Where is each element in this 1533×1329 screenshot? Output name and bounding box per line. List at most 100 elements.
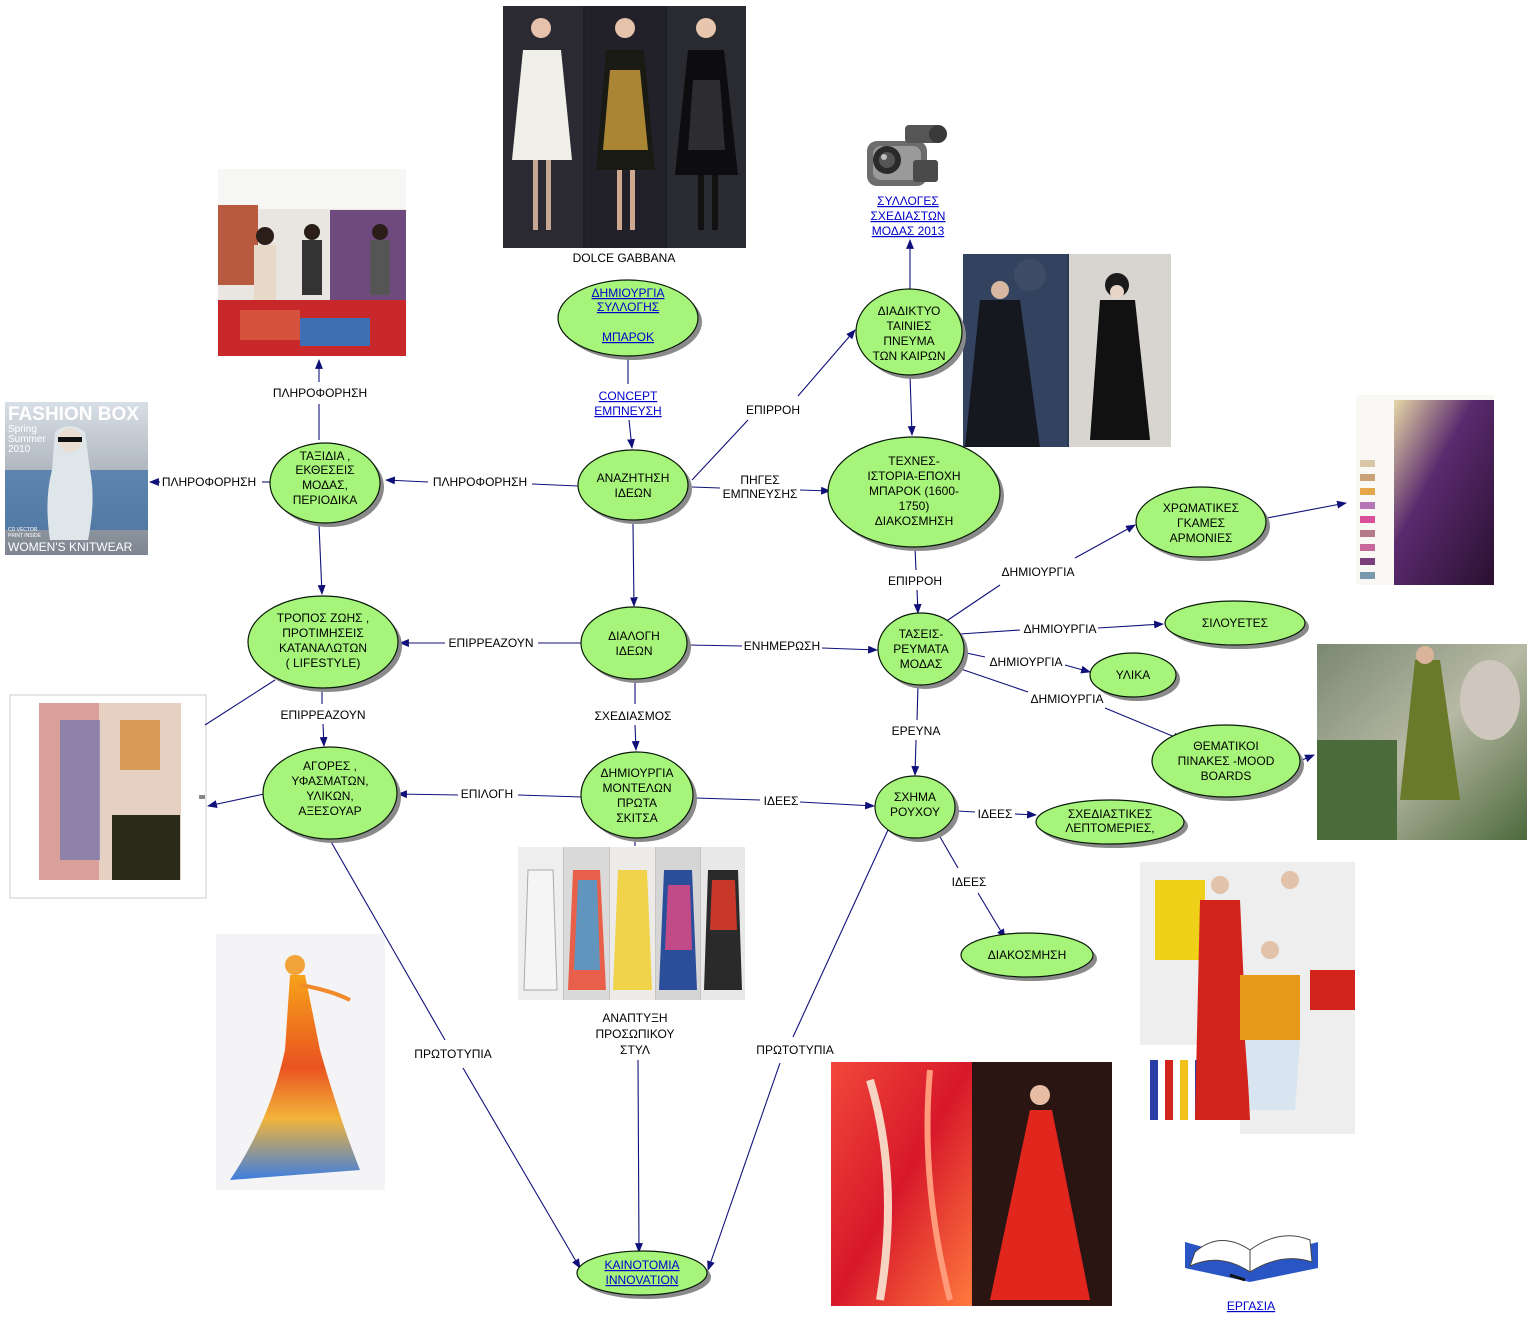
- label-sources-2: ΕΜΠΝΕΥΣΗΣ: [723, 487, 798, 501]
- node-shape-line-1: ΣΧΗΜΑ: [894, 790, 936, 804]
- label-affect-lifestyle: ΕΠΙΡΡΕΑΖΟΥΝ: [449, 636, 534, 650]
- magazine-season-3: 2010: [8, 444, 31, 455]
- node-mood-line-3: BOARDS: [1201, 769, 1252, 783]
- node-markets-line-4: ΑΞΕΣΟΥΑΡ: [298, 804, 361, 818]
- node-collection-line-2[interactable]: ΣΥΛΛΟΓΗΣ: [597, 300, 659, 314]
- color-block-collage-photo: [1140, 862, 1355, 1134]
- node-silhouettes-line-1: ΣΙΛΟΥΕΤΕΣ: [1202, 616, 1268, 630]
- label-choice: ΕΠΙΛΟΓΗ: [461, 787, 513, 801]
- work-link[interactable]: ΕΡΓΑΣΙΑ: [1227, 1299, 1275, 1313]
- node-markets-line-1: ΑΓΟΡΕΣ ,: [303, 759, 357, 773]
- label-sources-1: ΠΗΓΕΣ: [740, 473, 779, 487]
- node-markets-line-3: ΥΛΙΚΩΝ,: [306, 789, 353, 803]
- video-camera-icon[interactable]: [867, 125, 947, 186]
- node-internet-line-1: ΔΙΑΔΙΚΤΥΟ: [878, 304, 941, 318]
- concept-link-2[interactable]: ΕΜΠΝΕΥΣΗ: [594, 404, 661, 418]
- node-models-line-3: ΠΡΩΤΑ: [617, 796, 657, 810]
- open-book-icon[interactable]: [1185, 1235, 1318, 1282]
- node-lifestyle-line-4: ( LIFESTYLE): [286, 656, 361, 670]
- dolce-caption: DOLCE GABBANA: [573, 251, 676, 265]
- concept-link-1[interactable]: CONCEPT: [599, 389, 658, 403]
- node-lifestyle: ΤΡΟΠΟΣ ΖΩΗΣ , ΠΡΟΤΙΜΗΣΕΙΣ ΚΑΤΑΝΑΛΩΤΩΝ ( …: [247, 595, 402, 692]
- node-travel-line-2: ΕΚΘΕΣΕΙΣ: [295, 463, 354, 477]
- label-info-mid: ΠΛΗΡΟΦΟΡΗΣΗ: [433, 475, 527, 489]
- node-models: ΔΗΜΙΟΥΡΓΙΑ ΜΟΝΤΕΛΩΝ ΠΡΩΤΑ ΣΚΙΤΣΑ: [580, 751, 697, 842]
- magazine-small-1: CD VECTOR: [8, 527, 38, 533]
- magazine-season-2: Summer: [8, 434, 46, 445]
- node-arts-line-1: ΤΕΧΝΕΣ-: [888, 454, 939, 468]
- label-originality-left: ΠΡΩΤΟΤΥΠΙΑ: [414, 1047, 491, 1061]
- node-arts-line-2: ΙΣΤΟΡΙΑ-ΕΠΟΧΗ: [867, 469, 960, 483]
- magazine-small-2: PRINT INSIDE: [8, 533, 42, 539]
- node-travel-line-1: ΤΑΞΙΔΙΑ ,: [300, 449, 351, 463]
- node-innovation-line-1[interactable]: ΚΑΙΝΟΤΟΜΙΑ: [604, 1258, 679, 1272]
- flame-dress-illustration: [216, 934, 385, 1190]
- node-collection-line-4[interactable]: ΜΠΑΡΟΚ: [602, 330, 654, 344]
- node-collection-line-1[interactable]: ΔΗΜΙΟΥΡΓΙΑ: [592, 286, 665, 300]
- node-markets: ΑΓΟΡΕΣ , ΥΦΑΣΜΑΤΩΝ, ΥΛΙΚΩΝ, ΑΞΕΣΟΥΑΡ: [262, 746, 401, 843]
- label-info-top: ΠΛΗΡΟΦΟΡΗΣΗ: [273, 386, 367, 400]
- node-arts-line-3: ΜΠΑΡΟΚ (1600-: [869, 484, 959, 498]
- color-palette-photo: [1356, 395, 1494, 585]
- node-models-line-1: ΔΗΜΙΟΥΡΓΙΑ: [601, 766, 674, 780]
- magazine-season-1: Spring: [8, 424, 37, 435]
- node-decoration-line-1: ΔΙΑΚΟΣΜΗΣΗ: [988, 948, 1067, 962]
- node-mood-line-1: ΘΕΜΑΤΙΚΟΙ: [1193, 739, 1258, 753]
- label-design: ΣΧΕΔΙΑΣΜΟΣ: [595, 709, 672, 723]
- node-lifestyle-line-1: ΤΡΟΠΟΣ ΖΩΗΣ ,: [277, 611, 369, 625]
- node-materials-line-1: ΥΛΙΚΑ: [1116, 668, 1150, 682]
- node-trends-line-2: ΡΕΥΜΑΤΑ: [893, 642, 949, 656]
- node-search: ΑΝΑΖΗΤΗΣΗ ΙΔΕΩΝ: [577, 449, 692, 524]
- collections-2013-link-1[interactable]: ΣΥΛΛΟΓΕΣ: [877, 194, 939, 208]
- node-selection-line-2: ΙΔΕΩΝ: [616, 644, 653, 658]
- node-collection[interactable]: ΔΗΜΙΟΥΡΓΙΑ ΣΥΛΛΟΓΗΣ ΜΠΑΡΟΚ: [557, 279, 702, 360]
- node-details-line-1: ΣΧΕΔΙΑΣΤΙΚΕΣ: [1068, 807, 1152, 821]
- node-mood-line-2: ΠΙΝΑΚΕΣ -MOOD: [1178, 754, 1275, 768]
- label-style-1: ΑΝΑΠΤΥΞΗ: [602, 1011, 667, 1025]
- node-search-line-1: ΑΝΑΖΗΤΗΣΗ: [597, 471, 670, 485]
- node-innovation[interactable]: ΚΑΙΝΟΤΟΜΙΑ INNOVATION: [576, 1250, 711, 1299]
- node-lifestyle-line-2: ΠΡΟΤΙΜΗΣΕΙΣ: [282, 626, 364, 640]
- node-innovation-line-2[interactable]: INNOVATION: [606, 1273, 679, 1287]
- node-search-line-2: ΙΔΕΩΝ: [615, 486, 652, 500]
- label-info-left: ΠΛΗΡΟΦΟΡΗΣΗ: [162, 475, 256, 489]
- node-travel-line-4: ΠΕΡΙΟΔΙΚΑ: [293, 493, 357, 507]
- label-create-materials: ΔΗΜΙΟΥΡΓΙΑ: [990, 655, 1063, 669]
- label-originality-right: ΠΡΩΤΟΤΥΠΙΑ: [756, 1043, 833, 1057]
- label-influence-trends: ΕΠΙΡΡΟΗ: [888, 574, 942, 588]
- node-selection-line-1: ΔΙΑΛΟΓΗ: [608, 629, 660, 643]
- label-affect-markets: ΕΠΙΡΡΕΑΖΟΥΝ: [281, 708, 366, 722]
- collections-2013-link-2[interactable]: ΣΧΕΔΙΑΣΤΩΝ: [871, 209, 946, 223]
- node-markets-line-2: ΥΦΑΣΜΑΤΩΝ,: [291, 774, 368, 788]
- node-mood: ΘΕΜΑΤΙΚΟΙ ΠΙΝΑΚΕΣ -MOOD BOARDS: [1151, 724, 1304, 801]
- node-models-line-2: ΜΟΝΤΕΛΩΝ: [603, 781, 672, 795]
- node-silhouettes: ΣΙΛΟΥΕΤΕΣ: [1164, 600, 1309, 649]
- label-create-color: ΔΗΜΙΟΥΡΓΙΑ: [1002, 565, 1075, 579]
- edges: [149, 239, 1347, 1271]
- label-ideas-decoration: ΙΔΕΕΣ: [952, 875, 987, 889]
- node-shape: ΣΧΗΜΑ ΡΟΥΧΟΥ: [874, 775, 959, 842]
- node-decoration: ΔΙΑΚΟΣΜΗΣΗ: [960, 932, 1097, 981]
- textile-collage-photo: [9, 694, 207, 899]
- node-travel-line-3: ΜΟΔΑΣ,: [302, 478, 348, 492]
- node-color-line-1: ΧΡΩΜΑΤΙΚΕΣ: [1163, 501, 1239, 515]
- node-trends-line-3: ΜΟΔΑΣ: [900, 657, 943, 671]
- node-color-line-3: ΑΡΜΟΝΙΕΣ: [1170, 531, 1233, 545]
- node-color-line-2: ΓΚΑΜΕΣ: [1177, 516, 1225, 530]
- mood-board-photo: [1317, 644, 1527, 840]
- node-lifestyle-line-3: ΚΑΤΑΝΑΛΩΤΩΝ: [279, 641, 367, 655]
- node-arts: ΤΕΧΝΕΣ- ΙΣΤΟΡΙΑ-ΕΠΟΧΗ ΜΠΑΡΟΚ (1600- 1750…: [827, 436, 1004, 551]
- red-flower-dress-photo: [831, 1062, 1112, 1306]
- node-arts-line-4: 1750): [899, 499, 930, 513]
- collections-2013-link-3[interactable]: ΜΟΔΑΣ 2013: [872, 224, 945, 238]
- node-selection: ΔΙΑΛΟΓΗ ΙΔΕΩΝ: [580, 606, 691, 683]
- node-internet-line-4: ΤΩΝ ΚΑΙΡΩΝ: [872, 349, 945, 363]
- label-style-2: ΠΡΟΣΩΠΙΚΟΥ: [596, 1027, 675, 1041]
- node-details: ΣΧΕΔΙΑΣΤΙΚΕΣ ΛΕΠΤΟΜΕΡΙΕΣ,: [1035, 799, 1188, 848]
- fashion-box-cover: FASHION BOX Spring Summer 2010 CD VECTOR…: [5, 402, 148, 555]
- label-create-mood: ΔΗΜΙΟΥΡΓΙΑ: [1031, 692, 1104, 706]
- node-color: ΧΡΩΜΑΤΙΚΕΣ ΓΚΑΜΕΣ ΑΡΜΟΝΙΕΣ: [1135, 486, 1270, 561]
- node-travel: ΤΑΞΙΔΙΑ , ΕΚΘΕΣΕΙΣ ΜΟΔΑΣ, ΠΕΡΙΟΔΙΚΑ: [269, 442, 384, 527]
- label-ideas-shape: ΙΔΕΕΣ: [764, 794, 799, 808]
